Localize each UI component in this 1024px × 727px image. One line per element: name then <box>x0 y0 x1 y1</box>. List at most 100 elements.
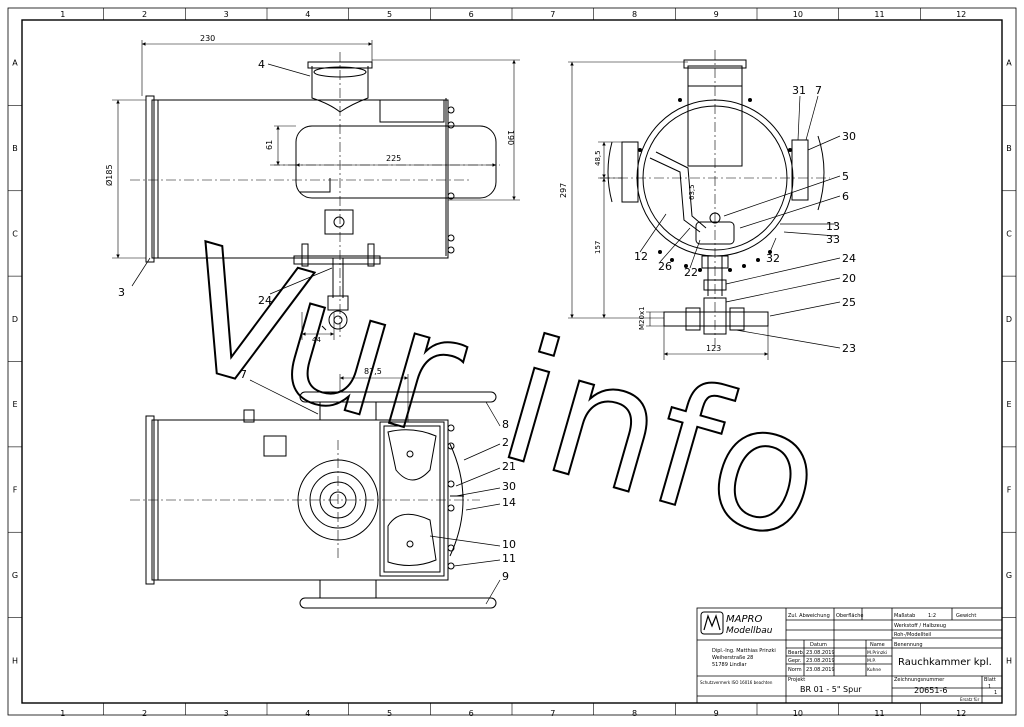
grid-col-3-bottom: 3 <box>224 709 229 718</box>
grid-col-8-bottom: 8 <box>632 709 637 718</box>
projekt-value: BR 01 - 5" Spur <box>800 685 862 694</box>
grid-col-1-top: 1 <box>60 10 65 19</box>
grid-col-3-top: 3 <box>224 10 229 19</box>
title-block <box>696 607 1003 704</box>
part-label-12: 12 <box>634 250 648 263</box>
part-label-31: 31 <box>792 84 806 97</box>
front-view-leaders <box>639 95 841 349</box>
col-name: Name <box>870 642 885 648</box>
grid-col-10-top: 10 <box>793 10 803 19</box>
grid-col-12-top: 12 <box>956 10 966 19</box>
grid-row-D-right: D <box>1006 315 1012 324</box>
row-rohteil: Roh-/Modellteil <box>894 632 931 638</box>
date-row-3-date: 23.08.2019 <box>806 667 835 673</box>
part-label-32: 32 <box>766 252 780 265</box>
part-label-7: 7 <box>815 84 822 97</box>
part-label-13: 13 <box>826 220 840 233</box>
grid-col-1-bottom: 1 <box>60 709 65 718</box>
grid-col-7-bottom: 7 <box>550 709 555 718</box>
part-label-22: 22 <box>684 266 698 279</box>
ersatz-fuer: Ersatz für <box>960 697 980 702</box>
grid-row-A-left: A <box>12 59 18 68</box>
side-view-dimlines <box>112 40 520 340</box>
drawing-title: Rauchkammer kpl. <box>898 657 992 668</box>
grid-row-F-right: F <box>1007 486 1012 495</box>
dim-225: 225 <box>386 154 401 163</box>
address-line-1: Dipl.-Ing. Matthias Prinzki <box>712 648 776 654</box>
grid-row-H-left: H <box>12 656 18 665</box>
header-zul-abweichung: Zul. Abweichung <box>788 613 830 619</box>
date-row-1-label: Bearb. <box>788 650 805 656</box>
header-massstab: Maßstab <box>894 613 915 619</box>
header-oberflaeche: Oberfläche <box>836 613 863 619</box>
grid-row-C-right: C <box>1006 229 1012 238</box>
grid-col-9-top: 9 <box>714 10 719 19</box>
plan-view-centerlines <box>130 440 480 560</box>
front-view <box>607 59 825 335</box>
part-label-14: 14 <box>502 496 516 509</box>
dim-230: 230 <box>200 34 215 43</box>
grid-col-9-bottom: 9 <box>714 709 719 718</box>
part-label-24-front: 24 <box>842 252 856 265</box>
part-label-5: 5 <box>842 170 849 183</box>
dim-123: 123 <box>706 344 721 353</box>
front-view-bolts <box>638 98 792 272</box>
grid-col-5-bottom: 5 <box>387 709 392 718</box>
zeichnungsnummer-label: Zeichnungsnummer <box>894 677 945 683</box>
part-label-20: 20 <box>842 272 856 285</box>
blatt-total: 1 <box>994 690 997 696</box>
grid-row-G-right: G <box>1006 571 1012 580</box>
dim-297: 297 <box>559 183 568 198</box>
grid-col-4-bottom: 4 <box>305 709 310 718</box>
dim-87-5: 87,5 <box>364 367 382 376</box>
part-label-30-plan: 30 <box>502 480 516 493</box>
part-label-3: 3 <box>118 286 125 299</box>
front-view-dimlines <box>568 61 769 360</box>
header-gewicht: Gewicht <box>956 613 976 619</box>
dim-dia185: Ø185 <box>104 164 114 186</box>
grid-col-6-top: 6 <box>469 10 474 19</box>
grid-col-11-top: 11 <box>874 10 884 19</box>
part-label-2: 2 <box>502 436 509 449</box>
company-name: MAPRO <box>726 614 762 625</box>
date-row-3-name: Kuhne <box>867 667 881 673</box>
date-row-2-label: Gepr. <box>788 658 802 664</box>
dim-48-5: 48,5 <box>594 150 602 166</box>
grid-row-H-right: H <box>1006 656 1012 665</box>
part-label-21: 21 <box>502 460 516 473</box>
projekt-label: Projekt <box>788 677 805 683</box>
watermark: Vur info <box>159 209 843 580</box>
grid-col-12-bottom: 12 <box>956 709 966 718</box>
grid-col-5-top: 5 <box>387 10 392 19</box>
date-row-1-date: 23.08.2019 <box>806 650 835 656</box>
dim-63-5: 63,5 <box>688 184 696 200</box>
dim-m20: M20x1 <box>638 306 646 330</box>
date-row-2-date: 23.08.2019 <box>806 658 835 664</box>
zeichnungsnummer-value: 20651-6 <box>914 686 947 695</box>
company-subtitle: Modellbau <box>726 626 773 636</box>
dim-190: 190 <box>506 130 515 145</box>
grid-row-F-left: F <box>13 486 18 495</box>
title-block-text: MAPRO Modellbau Dipl.-Ing. Matthias Prin… <box>700 613 997 702</box>
part-label-11: 11 <box>502 552 516 565</box>
part-labels: 4 3 24 31 7 30 5 6 13 33 12 26 22 32 24 … <box>118 58 856 583</box>
blatt-label: Blatt <box>984 677 996 683</box>
part-label-9: 9 <box>502 570 509 583</box>
side-view-leaders <box>131 63 333 295</box>
grid-row-E-right: E <box>1006 400 1011 409</box>
dim-157: 157 <box>594 241 602 254</box>
date-row-2-name: M.P. <box>867 658 876 664</box>
copyright-note: Schutzvermerk ISO 16016 beachten <box>700 680 773 685</box>
grid-row-B-left: B <box>12 144 18 153</box>
part-label-8: 8 <box>502 418 509 431</box>
part-label-33: 33 <box>826 233 840 246</box>
part-label-25: 25 <box>842 296 856 309</box>
col-datum: Datum <box>810 642 827 648</box>
grid-row-G-left: G <box>12 571 18 580</box>
row-werkstoff: Werkstoff / Halbzeug <box>894 623 946 629</box>
plan-view-leaders <box>249 379 501 605</box>
grid-row-C-left: C <box>12 229 18 238</box>
part-label-23: 23 <box>842 342 856 355</box>
